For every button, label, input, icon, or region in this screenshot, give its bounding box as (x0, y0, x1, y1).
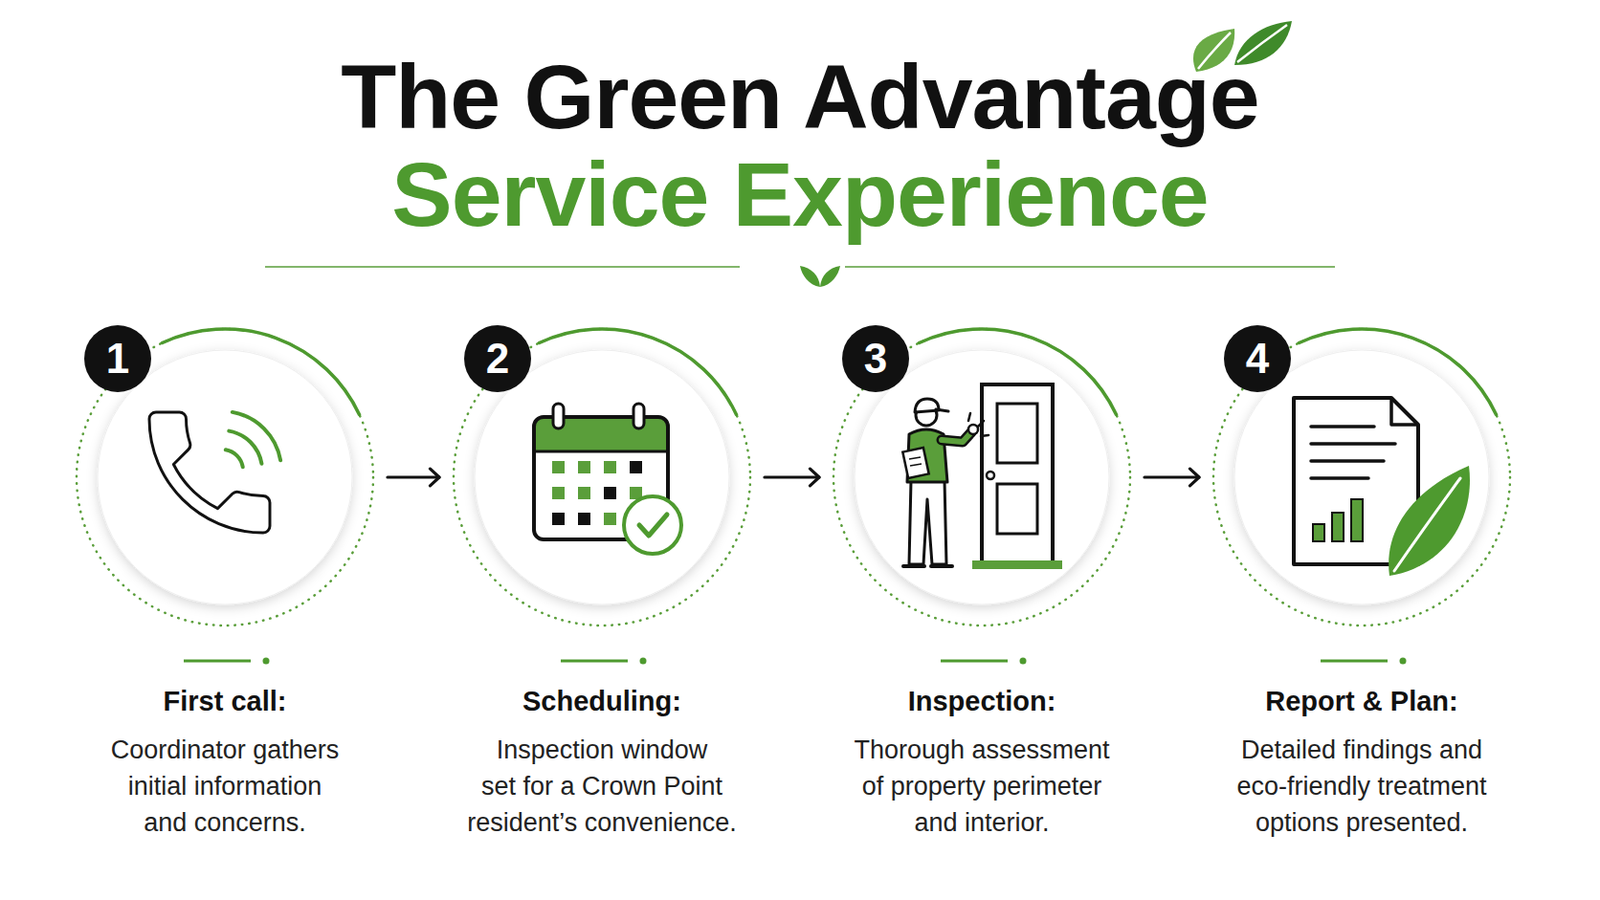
step-number: 4 (1223, 325, 1291, 393)
door (981, 384, 1053, 565)
step-number: 1 (84, 325, 152, 393)
check-badge (623, 496, 682, 555)
inspector-icon (902, 384, 1063, 570)
day-cell (603, 487, 617, 500)
step-node: First call: Coordinator gathers initial i… (62, 315, 388, 852)
day-cell (603, 461, 617, 474)
flow-arrow (1144, 468, 1200, 487)
day-cell (552, 461, 565, 474)
door-panel (997, 403, 1038, 464)
day-cell (629, 461, 643, 474)
underline-dash (183, 660, 251, 664)
cap-brim (935, 409, 949, 412)
underline-dot (263, 658, 270, 666)
step-heading: First call: (62, 684, 388, 719)
step-heading: Scheduling: (439, 684, 765, 719)
phone-icon (149, 412, 281, 534)
leaf-vein (1394, 478, 1461, 572)
step-node: Scheduling: Inspection window set for a C… (439, 315, 765, 852)
step-number: 2 (464, 325, 532, 393)
knock-mark (980, 435, 989, 437)
underline-dot (640, 658, 647, 666)
clipboard (902, 447, 929, 479)
step-description: Detailed findings and eco-friendly treat… (1213, 732, 1511, 842)
report-icon (1293, 398, 1470, 577)
underline-dash (1320, 660, 1388, 664)
sound-wave (228, 431, 262, 465)
chart-bar (1332, 512, 1344, 542)
door-mat (972, 560, 1063, 570)
step-description: Coordinator gathers initial information … (76, 732, 374, 842)
underline-dash (940, 660, 1008, 664)
report-line (1311, 424, 1375, 429)
arrow-head (429, 468, 440, 487)
report-line (1311, 442, 1396, 446)
icon-disc (854, 350, 1110, 605)
door-knob (986, 471, 995, 480)
worker-legs (909, 480, 947, 565)
step-description: Thorough assessment of property perimete… (833, 732, 1131, 842)
divider-line (844, 266, 1335, 268)
step-heading: Report & Plan: (1199, 684, 1525, 719)
report-line (1311, 459, 1384, 464)
icon-disc (97, 350, 353, 605)
arrow-shaft (387, 475, 440, 479)
clipboard-line (909, 457, 921, 460)
step-heading: Inspection: (819, 684, 1145, 719)
arrow-head (1189, 468, 1200, 487)
worker-shoe (931, 564, 953, 569)
handset (149, 412, 270, 534)
arrow-head (809, 468, 820, 487)
calendar-rule (533, 450, 668, 454)
clipboard-line (910, 464, 922, 467)
report-line (1311, 476, 1369, 481)
sprout-leaf (820, 266, 841, 288)
diagram-title: The Green Advantage Service Experience (249, 47, 1351, 244)
chart-bar (1312, 524, 1325, 542)
day-cell (577, 487, 591, 500)
sound-wave (225, 449, 244, 467)
day-cell (552, 487, 565, 500)
worker-arm (941, 432, 972, 443)
calendar-ring (553, 403, 564, 429)
step-text: Inspection: Thorough assessment of proper… (819, 684, 1145, 842)
knock-mark (968, 413, 971, 422)
step-text: Scheduling: Inspection window set for a C… (439, 684, 765, 842)
calendar-icon (533, 403, 682, 555)
flow-arrow (764, 468, 820, 487)
worker-shoe (903, 564, 925, 569)
step-text: First call: Coordinator gathers initial i… (62, 684, 388, 842)
worker-hand (968, 424, 978, 435)
check-mark (639, 514, 667, 536)
day-cell (552, 512, 565, 526)
flow-arrow (387, 468, 440, 487)
step-description: Inspection window set for a Crown Point … (453, 732, 751, 842)
step-node: Inspection: Thorough assessment of proper… (819, 315, 1145, 852)
sound-wave (232, 412, 281, 461)
day-cell (577, 512, 591, 526)
day-cell (603, 512, 617, 526)
step-text: Report & Plan: Detailed findings and eco-… (1199, 684, 1525, 842)
title-divider (265, 266, 1335, 288)
step-number: 3 (842, 325, 910, 393)
arrow-shaft (764, 475, 820, 479)
underline-dot (1020, 658, 1027, 666)
knock-mark (977, 421, 984, 427)
divider-line (265, 266, 740, 268)
door-panel (997, 484, 1038, 534)
chart-bar (1351, 499, 1363, 542)
step-node: Report & Plan: Detailed findings and eco-… (1199, 315, 1525, 852)
worker-arm-outline (941, 432, 972, 443)
arrow-shaft (1144, 475, 1200, 479)
underline-dot (1400, 658, 1407, 666)
sprout-leaf (800, 266, 821, 288)
day-cell (577, 461, 591, 474)
report-fold (1391, 398, 1419, 425)
eco-leaf (1388, 466, 1470, 577)
underline-dash (560, 660, 628, 664)
calendar-ring (633, 403, 645, 429)
